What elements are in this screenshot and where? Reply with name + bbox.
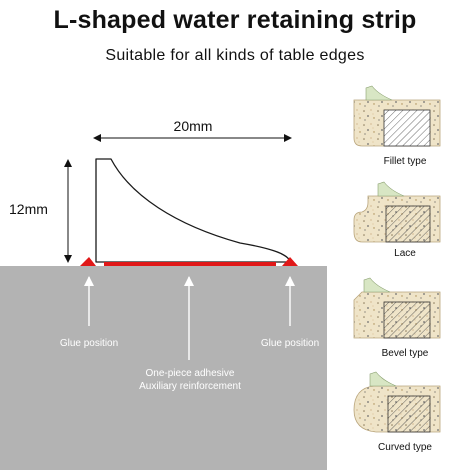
bevel-strip (363, 277, 391, 293)
adhesive-label-line2: Auxiliary reinforcement (139, 381, 241, 392)
edge-type-bevel-label: Bevel type (382, 348, 429, 359)
glue-position-left-label: Glue position (60, 338, 118, 349)
curved-hatch-fill (387, 395, 431, 433)
fillet-strip (365, 85, 393, 101)
lace-strip (377, 181, 405, 197)
strip-profile (95, 158, 291, 263)
fillet-hatch-fill (383, 109, 431, 147)
page-title: L-shaped water retaining strip (53, 6, 417, 34)
curved-strip (369, 371, 397, 387)
lace-hatch-fill (385, 205, 431, 243)
edge-type-fillet: Fillet type (353, 85, 441, 167)
height-label: 12mm (9, 201, 48, 217)
edge-type-bevel: Bevel type (353, 277, 441, 359)
width-label: 20mm (174, 118, 213, 134)
glue-left-marker (80, 257, 96, 266)
glue-position-right-label: Glue position (261, 338, 319, 349)
edge-type-lace: Lace (353, 181, 441, 259)
adhesive-strip (104, 262, 276, 266)
table-block (0, 266, 327, 470)
glue-right-marker (282, 257, 298, 266)
adhesive-label-line1: One-piece adhesive (146, 368, 235, 379)
edge-type-lace-label: Lace (394, 248, 416, 259)
edge-type-curved-label: Curved type (378, 442, 432, 453)
edge-type-curved: Curved type (353, 371, 441, 453)
edge-type-fillet-label: Fillet type (384, 156, 427, 167)
bevel-hatch-fill (383, 301, 431, 339)
page-subtitle: Suitable for all kinds of table edges (105, 47, 365, 64)
